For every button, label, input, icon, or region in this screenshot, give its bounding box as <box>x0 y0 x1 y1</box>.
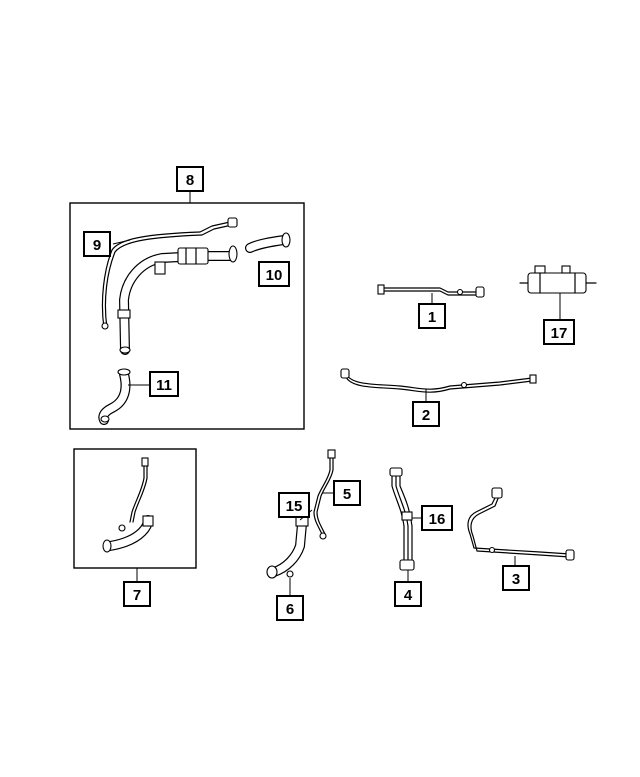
callout-9-label: 9 <box>93 237 101 254</box>
callout-10: 10 <box>258 261 290 287</box>
callout-11-label: 11 <box>156 377 172 394</box>
callout-17: 17 <box>543 319 575 345</box>
callout-10-label: 10 <box>266 267 283 284</box>
callout-17-label: 17 <box>551 325 568 342</box>
callout-15: 15 <box>278 492 310 518</box>
callout-3: 3 <box>502 565 530 591</box>
callout-4-label: 4 <box>404 587 413 604</box>
part-4-16-line <box>389 467 415 571</box>
group-7-frame <box>73 448 197 569</box>
callout-2-label: 2 <box>422 407 430 424</box>
part-2-line <box>340 368 537 393</box>
callout-8: 8 <box>176 166 204 192</box>
callout-7: 7 <box>123 581 151 607</box>
part-8-filler-tube <box>117 245 238 355</box>
callout-16: 16 <box>421 505 453 531</box>
part-3-line <box>467 487 575 561</box>
callout-5: 5 <box>333 480 361 506</box>
callout-8-label: 8 <box>186 172 194 189</box>
callout-11: 11 <box>149 371 179 397</box>
part-1-line <box>377 284 485 298</box>
part-7-assembly <box>102 457 154 553</box>
callout-16-label: 16 <box>429 511 446 528</box>
callout-1: 1 <box>418 303 446 329</box>
callout-15-label: 15 <box>286 498 303 515</box>
callout-6-label: 6 <box>286 601 294 618</box>
callout-9: 9 <box>83 231 111 257</box>
callout-2: 2 <box>412 401 440 427</box>
part-10-hose <box>245 232 291 253</box>
callout-4: 4 <box>394 581 422 607</box>
callout-7-label: 7 <box>133 587 141 604</box>
part-6-filler-tube <box>266 513 309 579</box>
part-17-canister <box>519 265 597 294</box>
part-9-tube <box>101 217 238 330</box>
callout-3-label: 3 <box>512 571 520 588</box>
callout-6: 6 <box>276 595 304 621</box>
part-5-line <box>313 449 336 540</box>
group-8-frame <box>69 202 305 430</box>
part-11-hose <box>98 368 131 425</box>
callout-5-label: 5 <box>343 486 351 503</box>
callout-1-label: 1 <box>428 309 436 326</box>
